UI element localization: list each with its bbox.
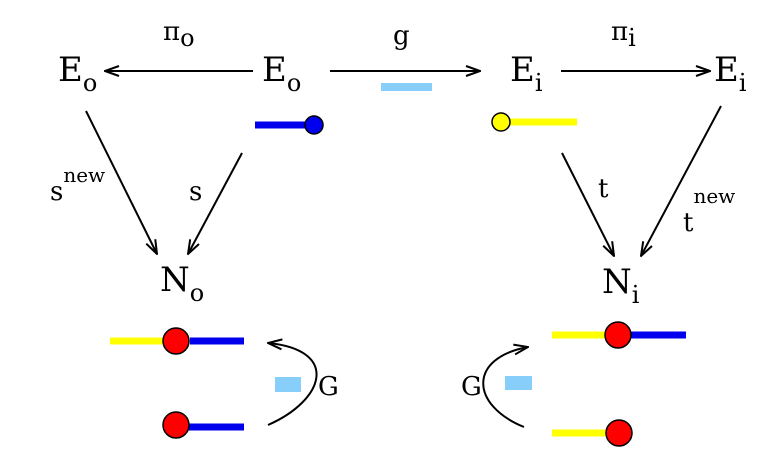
node-glyph-incoming-right	[552, 419, 633, 447]
object-e-o-right: Eo	[262, 50, 301, 97]
node-glyph-outgoing-left	[162, 411, 244, 439]
outgoing-edge-glyph	[255, 115, 324, 135]
arrow-t	[561, 152, 614, 256]
node-glyph-full-right	[552, 321, 686, 349]
arrow-s	[188, 152, 243, 254]
label-g: g	[393, 21, 410, 51]
object-n-o: No	[160, 260, 204, 307]
edge-token-G-left	[275, 377, 301, 392]
object-e-i-left: Ei	[510, 50, 543, 97]
curved-arrow-G-right	[482, 347, 528, 428]
curved-arrow-G-left	[268, 343, 318, 426]
label-pi-i: πi	[611, 17, 636, 52]
arrow-s-new	[85, 110, 157, 254]
incoming-edge-glyph	[491, 112, 577, 132]
node-glyph-full-left	[110, 327, 244, 355]
label-G-right: G	[461, 372, 482, 402]
label-s: s	[189, 177, 202, 207]
edge-token-g	[381, 83, 432, 91]
label-t-new: tnew	[683, 184, 735, 238]
label-t: t	[598, 174, 609, 204]
object-e-i-right: Ei	[714, 50, 747, 97]
object-n-i: Ni	[602, 262, 640, 309]
arrow-t-new	[641, 105, 722, 256]
label-s-new: snew	[50, 163, 105, 207]
object-e-o-left: Eo	[58, 50, 97, 97]
label-pi-o: πo	[163, 17, 195, 52]
edge-token-G-right	[505, 376, 532, 390]
label-G-left: G	[318, 372, 339, 402]
